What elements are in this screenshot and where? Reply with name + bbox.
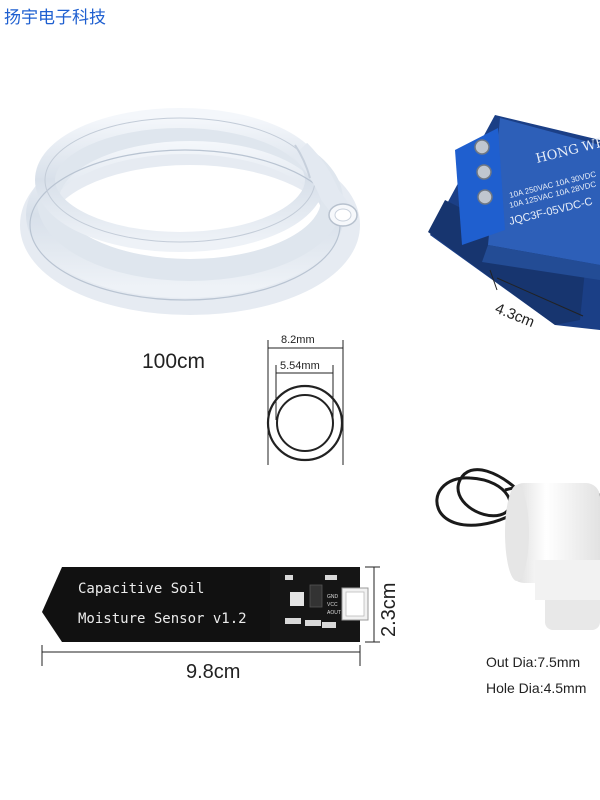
tube-cross-section-diagram xyxy=(266,340,344,465)
sensor-pin-vcc: VCC xyxy=(327,602,338,608)
tubing-coil-image xyxy=(20,108,360,315)
sensor-pin-aout: AOUT xyxy=(327,610,341,616)
pump-out-diameter-label: Out Dia:7.5mm xyxy=(486,654,581,670)
sensor-text-line-1: Capacitive Soil xyxy=(78,581,204,597)
tube-inner-diameter-label: 5.54mm xyxy=(280,360,320,372)
sensor-text-line-2: Moisture Sensor v1.2 xyxy=(78,611,247,627)
sensor-pin-gnd: GND xyxy=(327,594,339,600)
soil-sensor-image: Capacitive Soil Moisture Sensor v1.2 GND… xyxy=(41,566,380,666)
sensor-width-label: 9.8cm xyxy=(186,661,241,683)
sensor-height-label: 2.3cm xyxy=(378,582,400,637)
pump-hole-diameter-label: Hole Dia:4.5mm xyxy=(486,680,587,696)
tube-length-label: 100cm xyxy=(142,350,206,373)
water-pump-image xyxy=(435,468,600,630)
watermark-text: 扬宇电子科技 xyxy=(4,8,106,28)
tube-outer-diameter-label: 8.2mm xyxy=(281,334,315,346)
relay-module-image: HONG WE 10A 250VAC 10A 30VDC 10A 125VAC … xyxy=(428,115,600,330)
